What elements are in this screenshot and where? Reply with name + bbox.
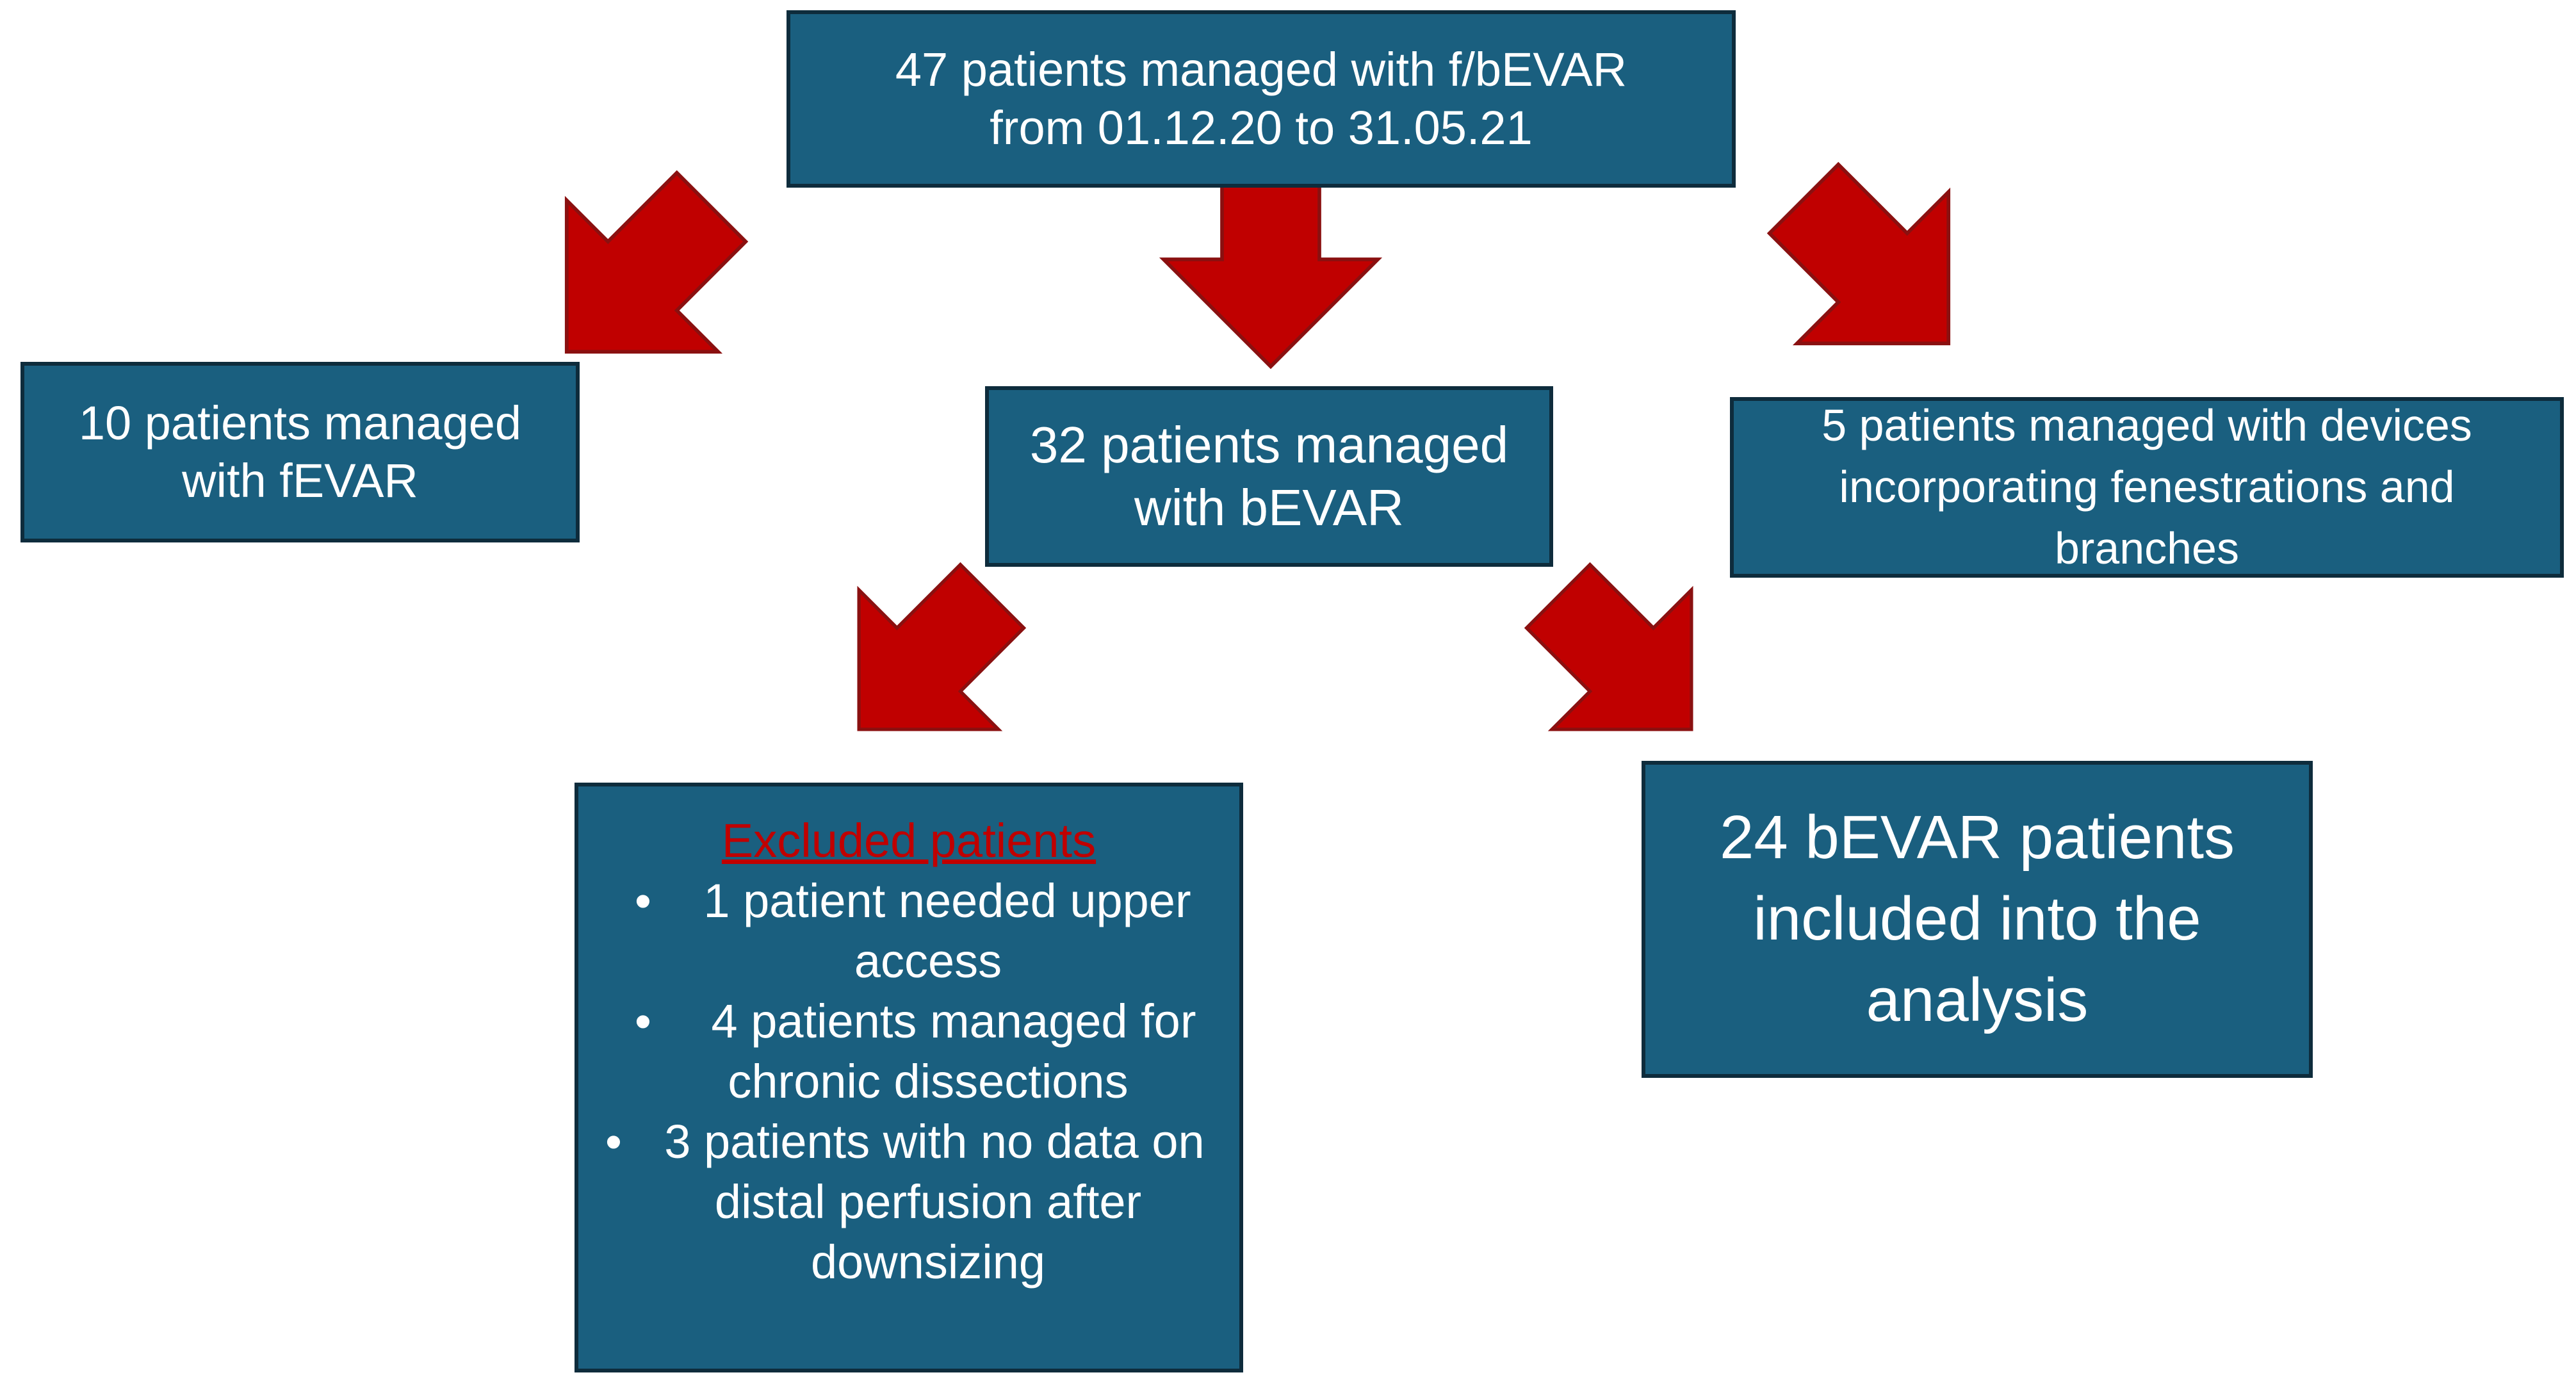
included-line2: included into the xyxy=(1753,884,2201,954)
total-patients-line2: from 01.12.20 to 31.05.21 xyxy=(990,101,1533,154)
excluded-list: • 1 patient needed upper access • 4 pati… xyxy=(578,871,1239,1292)
excluded-item: • 1 patient needed upper access xyxy=(578,871,1239,991)
excluded-patients-box: Excluded patients • 1 patient needed upp… xyxy=(575,783,1243,1372)
excluded-title: Excluded patients xyxy=(721,814,1096,867)
combined-devices-line2: incorporating fenestrations and xyxy=(1839,462,2455,512)
excluded-item: • 3 patients with no data on distal perf… xyxy=(578,1112,1239,1292)
bullet-icon: • xyxy=(635,994,651,1048)
combined-devices-line3: branches xyxy=(2055,523,2239,573)
included-patients-box: 24 bEVAR patients included into the anal… xyxy=(1642,761,2313,1078)
included-line1: 24 bEVAR patients xyxy=(1719,803,2235,872)
bevar-line1: 32 patients managed xyxy=(1029,416,1509,474)
total-patients-box: 47 patients managed with f/bEVAR from 01… xyxy=(787,10,1736,188)
bevar-line2: with bEVAR xyxy=(1134,479,1404,536)
bullet-icon: • xyxy=(635,874,651,927)
fevar-box: 10 patients managed with fEVAR xyxy=(20,362,580,542)
fevar-line2: with fEVAR xyxy=(182,454,418,507)
total-patients-line1: 47 patients managed with f/bEVAR xyxy=(895,43,1627,97)
arrow-to-combined-devices xyxy=(1728,123,2024,419)
fevar-line1: 10 patients managed xyxy=(78,396,522,450)
combined-devices-box: 5 patients managed with devices incorpor… xyxy=(1730,397,2564,578)
arrow-to-excluded xyxy=(789,526,1062,799)
arrow-to-included xyxy=(1488,526,1761,799)
included-line3: analysis xyxy=(1866,965,2089,1034)
excluded-item: • 4 patients managed for chronic dissect… xyxy=(578,991,1239,1112)
bullet-icon: • xyxy=(605,1114,622,1168)
bevar-box: 32 patients managed with bEVAR xyxy=(985,386,1553,567)
combined-devices-line1: 5 patients managed with devices xyxy=(1822,400,2472,451)
arrow-to-bevar xyxy=(1164,162,1378,366)
